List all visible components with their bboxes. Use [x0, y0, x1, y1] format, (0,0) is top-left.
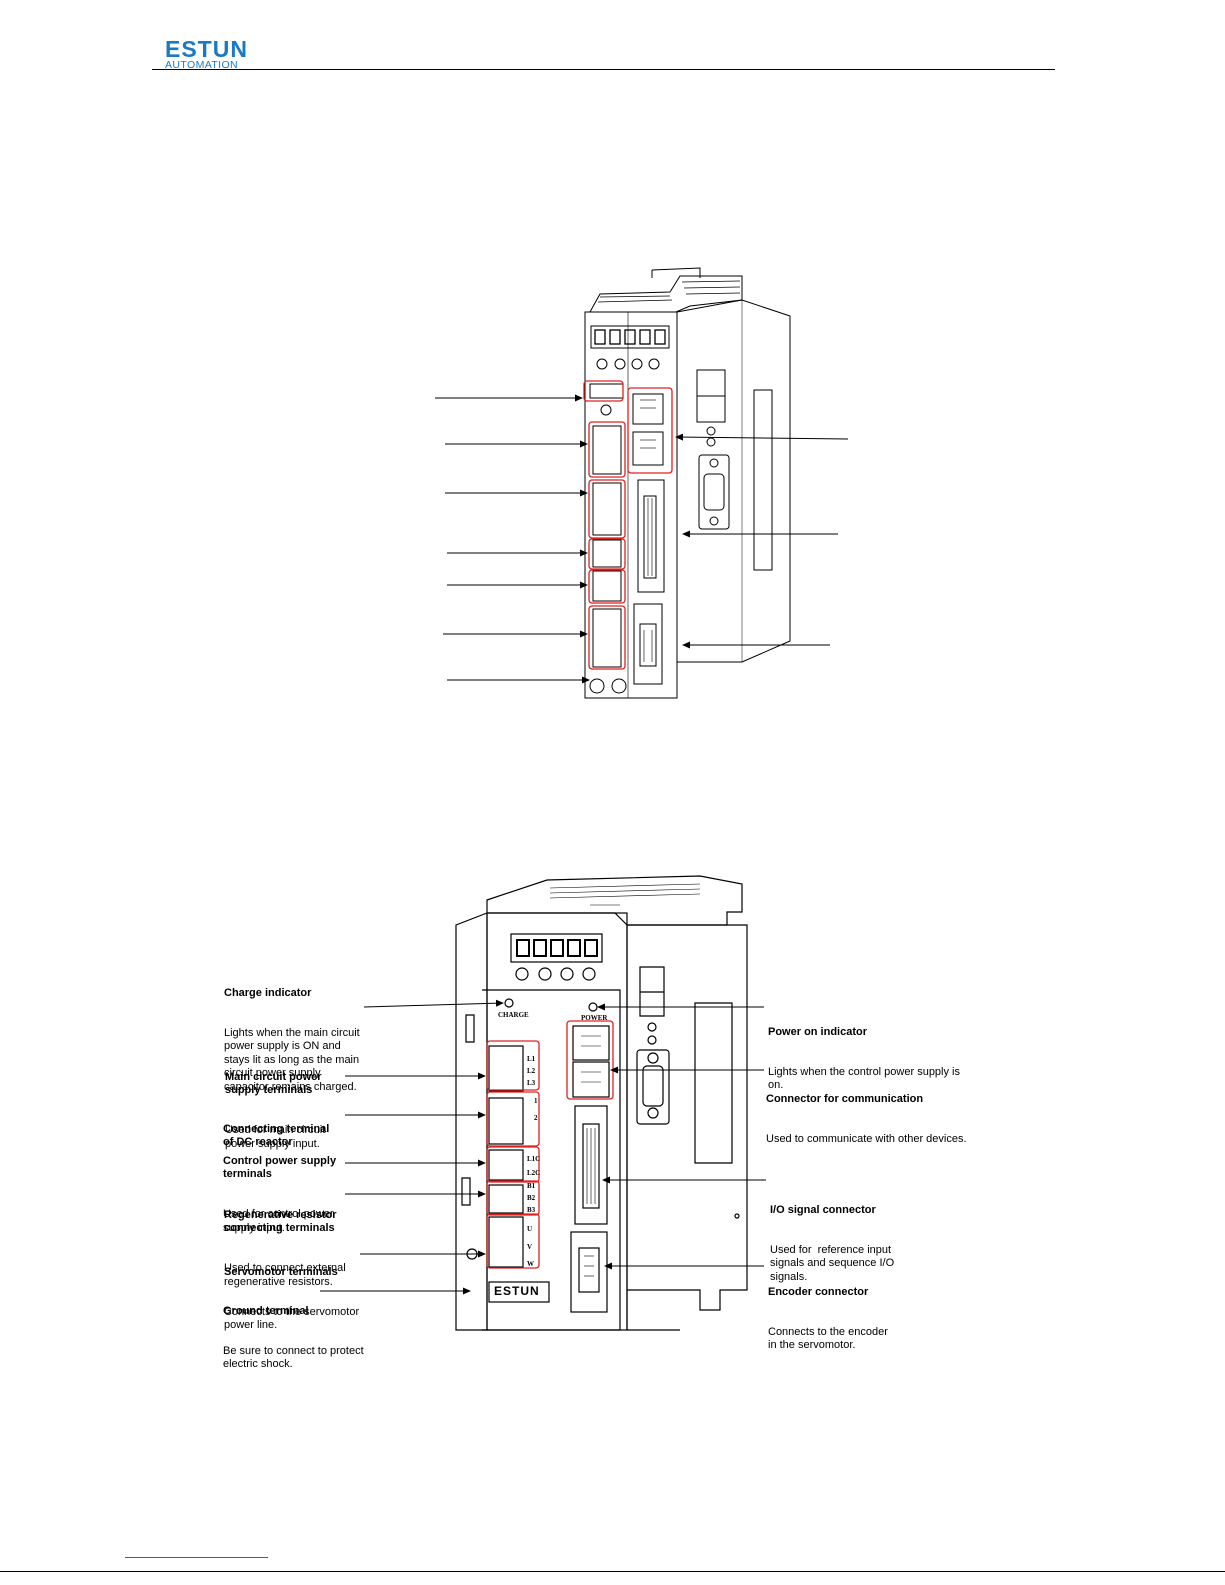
callout-title: Regenerative resistor connecting termina…: [224, 1208, 337, 1235]
callout-desc: Used to communicate with other devices.: [766, 1133, 967, 1146]
callout-desc: Used to connect external regenerative re…: [224, 1262, 346, 1288]
callout-title: Main circuit power supply terminals: [225, 1070, 322, 1097]
terminal-b3: B3: [527, 1206, 536, 1214]
callout-desc: Connects to the servomotor power line.: [224, 1306, 360, 1332]
callout-encoder-connector: Encoder connector Connects to the encode…: [768, 1259, 888, 1366]
callout-servomotor-terminals: Servomotor terminals Connects to the ser…: [224, 1239, 359, 1346]
terminal-l2c: L2C: [527, 1169, 541, 1177]
callout-power-on-indicator: Power on indicator Lights when the contr…: [768, 999, 960, 1106]
charge-label: CHARGE: [498, 1011, 529, 1019]
brand-plate: ESTUN: [494, 1284, 540, 1298]
footer-link[interactable]: [125, 1557, 268, 1558]
logo-subtitle: AUTOMATION: [165, 59, 239, 71]
logo-wordmark: ESTUN: [165, 36, 248, 62]
callout-io-signal-connector: I/O signal connector Used for reference …: [770, 1177, 894, 1298]
callout-title: Control power supply terminals: [223, 1154, 337, 1181]
header-rule: [152, 69, 1055, 70]
terminal-v: V: [527, 1243, 533, 1251]
callout-title: Ground terminal: [223, 1304, 309, 1317]
terminal-2: 2: [534, 1114, 538, 1122]
callout-desc: Lights when the main circuit power suppl…: [224, 1027, 360, 1093]
callout-main-circuit-terminals: Main circuit power supply terminals Used…: [225, 1044, 325, 1165]
terminal-b2: B2: [527, 1194, 536, 1202]
callout-communication-connector: Connector for communication Used to comm…: [766, 1066, 967, 1160]
callout-title: Servomotor terminals: [224, 1265, 338, 1278]
callout-desc: Used for reference input signals and seq…: [770, 1244, 895, 1283]
terminal-l1c: L1C: [527, 1155, 541, 1163]
callout-title: Connector for communication: [766, 1092, 924, 1105]
terminal-u: U: [527, 1225, 533, 1233]
terminal-w: W: [527, 1260, 534, 1268]
callout-desc: Used for main circuit power supply input…: [225, 1124, 326, 1150]
terminal-1: 1: [534, 1097, 538, 1105]
callout-ground-terminal: Ground terminal Be sure to connect to pr…: [223, 1278, 364, 1385]
callout-title: Encoder connector: [768, 1285, 869, 1298]
callout-title: Power on indicator: [768, 1025, 868, 1038]
callout-desc: Be sure to connect to protect electric s…: [223, 1345, 364, 1371]
callout-desc: Used for control power supply input.: [223, 1208, 334, 1234]
terminal-l3: L3: [527, 1079, 536, 1087]
callout-title: Connecting terminal of DC reactor: [223, 1122, 330, 1149]
terminal-l2: L2: [527, 1067, 536, 1075]
callout-dc-reactor-terminal: Connecting terminal of DC reactor: [223, 1096, 329, 1163]
callout-title: Charge indicator: [224, 986, 312, 999]
callout-control-power-terminals: Control power supply terminals Used for …: [223, 1128, 336, 1249]
estun-logo: ESTUN AUTOMATION: [165, 38, 248, 71]
callout-desc: Lights when the control power supply is …: [768, 1066, 960, 1092]
callout-desc: Connects to the encoder in the servomoto…: [768, 1326, 888, 1352]
callout-title: I/O signal connector: [770, 1203, 876, 1216]
footer-rule: [0, 1571, 1225, 1572]
callout-regenerative-resistor-terminals: Regenerative resistor connecting termina…: [224, 1182, 346, 1303]
terminal-b1: B1: [527, 1182, 536, 1190]
callout-charge-indicator: Charge indicator Lights when the main ci…: [224, 960, 360, 1107]
terminal-l1: L1: [527, 1055, 536, 1063]
power-label: POWER: [581, 1014, 608, 1022]
